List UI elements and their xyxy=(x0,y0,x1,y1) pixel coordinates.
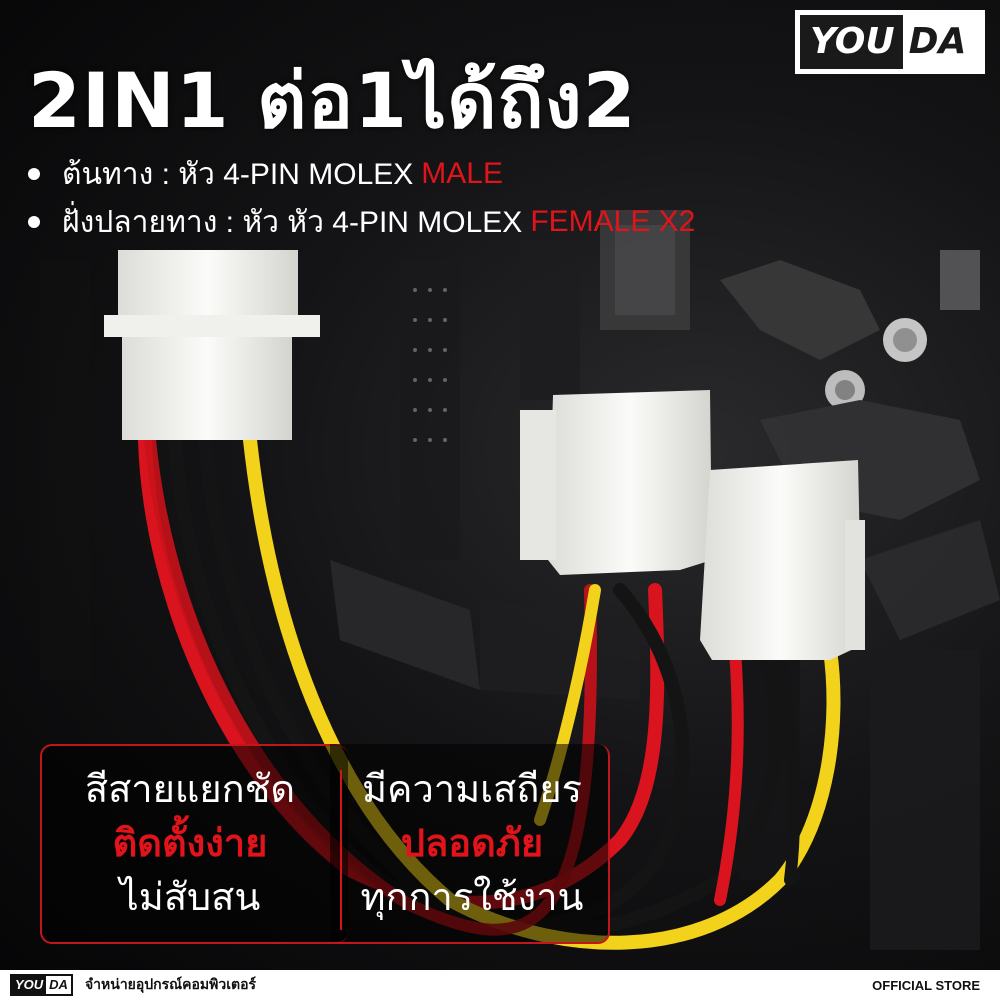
molex-male-connector xyxy=(104,250,320,440)
feature-right-line2: ปลอดภัย xyxy=(400,821,544,865)
official-store-label: OFFICIAL STORE xyxy=(872,977,980,993)
spec-item-source: ต้นทาง : หัว 4-PIN MOLEX MALE xyxy=(28,150,695,198)
feature-left-line2: ติดตั้งง่าย xyxy=(112,821,268,865)
feature-divider xyxy=(340,770,342,930)
headline: 2IN1 ต่อ1ได้ถึง2 xyxy=(28,56,637,145)
footer-tagline: จำหน่ายอุปกรณ์คอมพิวเตอร์ xyxy=(84,976,257,992)
bullet-dot-icon xyxy=(28,168,40,180)
logo-you-text: YOU xyxy=(800,15,903,69)
feature-left-line3: ไม่สับสน xyxy=(119,875,261,919)
bullet-dot-icon xyxy=(28,216,40,228)
feature-box-right xyxy=(330,744,610,944)
spec-source-text: ต้นทาง : หัว 4-PIN MOLEX xyxy=(62,157,414,191)
motherboard-background xyxy=(40,210,1000,950)
spec-destination-text: ฝั่งปลายทาง : หัว หัว 4-PIN MOLEX xyxy=(62,205,523,239)
feature-right-line3: ทุกการใช้งาน xyxy=(360,875,584,919)
spec-source-highlight: MALE xyxy=(421,157,503,190)
feature-right-line1: มีความเสถียร xyxy=(361,767,583,811)
feature-box-left xyxy=(40,744,348,944)
spec-list: ต้นทาง : หัว 4-PIN MOLEX MALE ฝั่งปลายทา… xyxy=(28,150,695,246)
footer-logo-da: DA xyxy=(49,977,68,992)
logo-da-text: DA xyxy=(902,15,973,69)
spec-item-destination: ฝั่งปลายทาง : หัว หัว 4-PIN MOLEX FEMALE… xyxy=(28,198,695,246)
feature-right-text: มีความเสถียร ปลอดภัย ทุกการใช้งาน xyxy=(352,762,592,924)
footer-logo: YOU DA xyxy=(10,974,73,996)
footer-bar: YOU DA จำหน่ายอุปกรณ์คอมพิวเตอร์ OFFICIA… xyxy=(0,970,1000,1000)
molex-female-connector-2 xyxy=(700,460,865,660)
footer-logo-you: YOU xyxy=(12,976,47,994)
molex-female-connector-1 xyxy=(520,390,712,575)
feature-left-text: สีสายแยกชัด ติดตั้งง่าย ไม่สับสน xyxy=(60,762,320,924)
brand-logo: YOU DA xyxy=(795,10,985,74)
feature-left-line1: สีสายแยกชัด xyxy=(84,767,296,811)
spec-destination-highlight: FEMALE X2 xyxy=(530,205,696,238)
